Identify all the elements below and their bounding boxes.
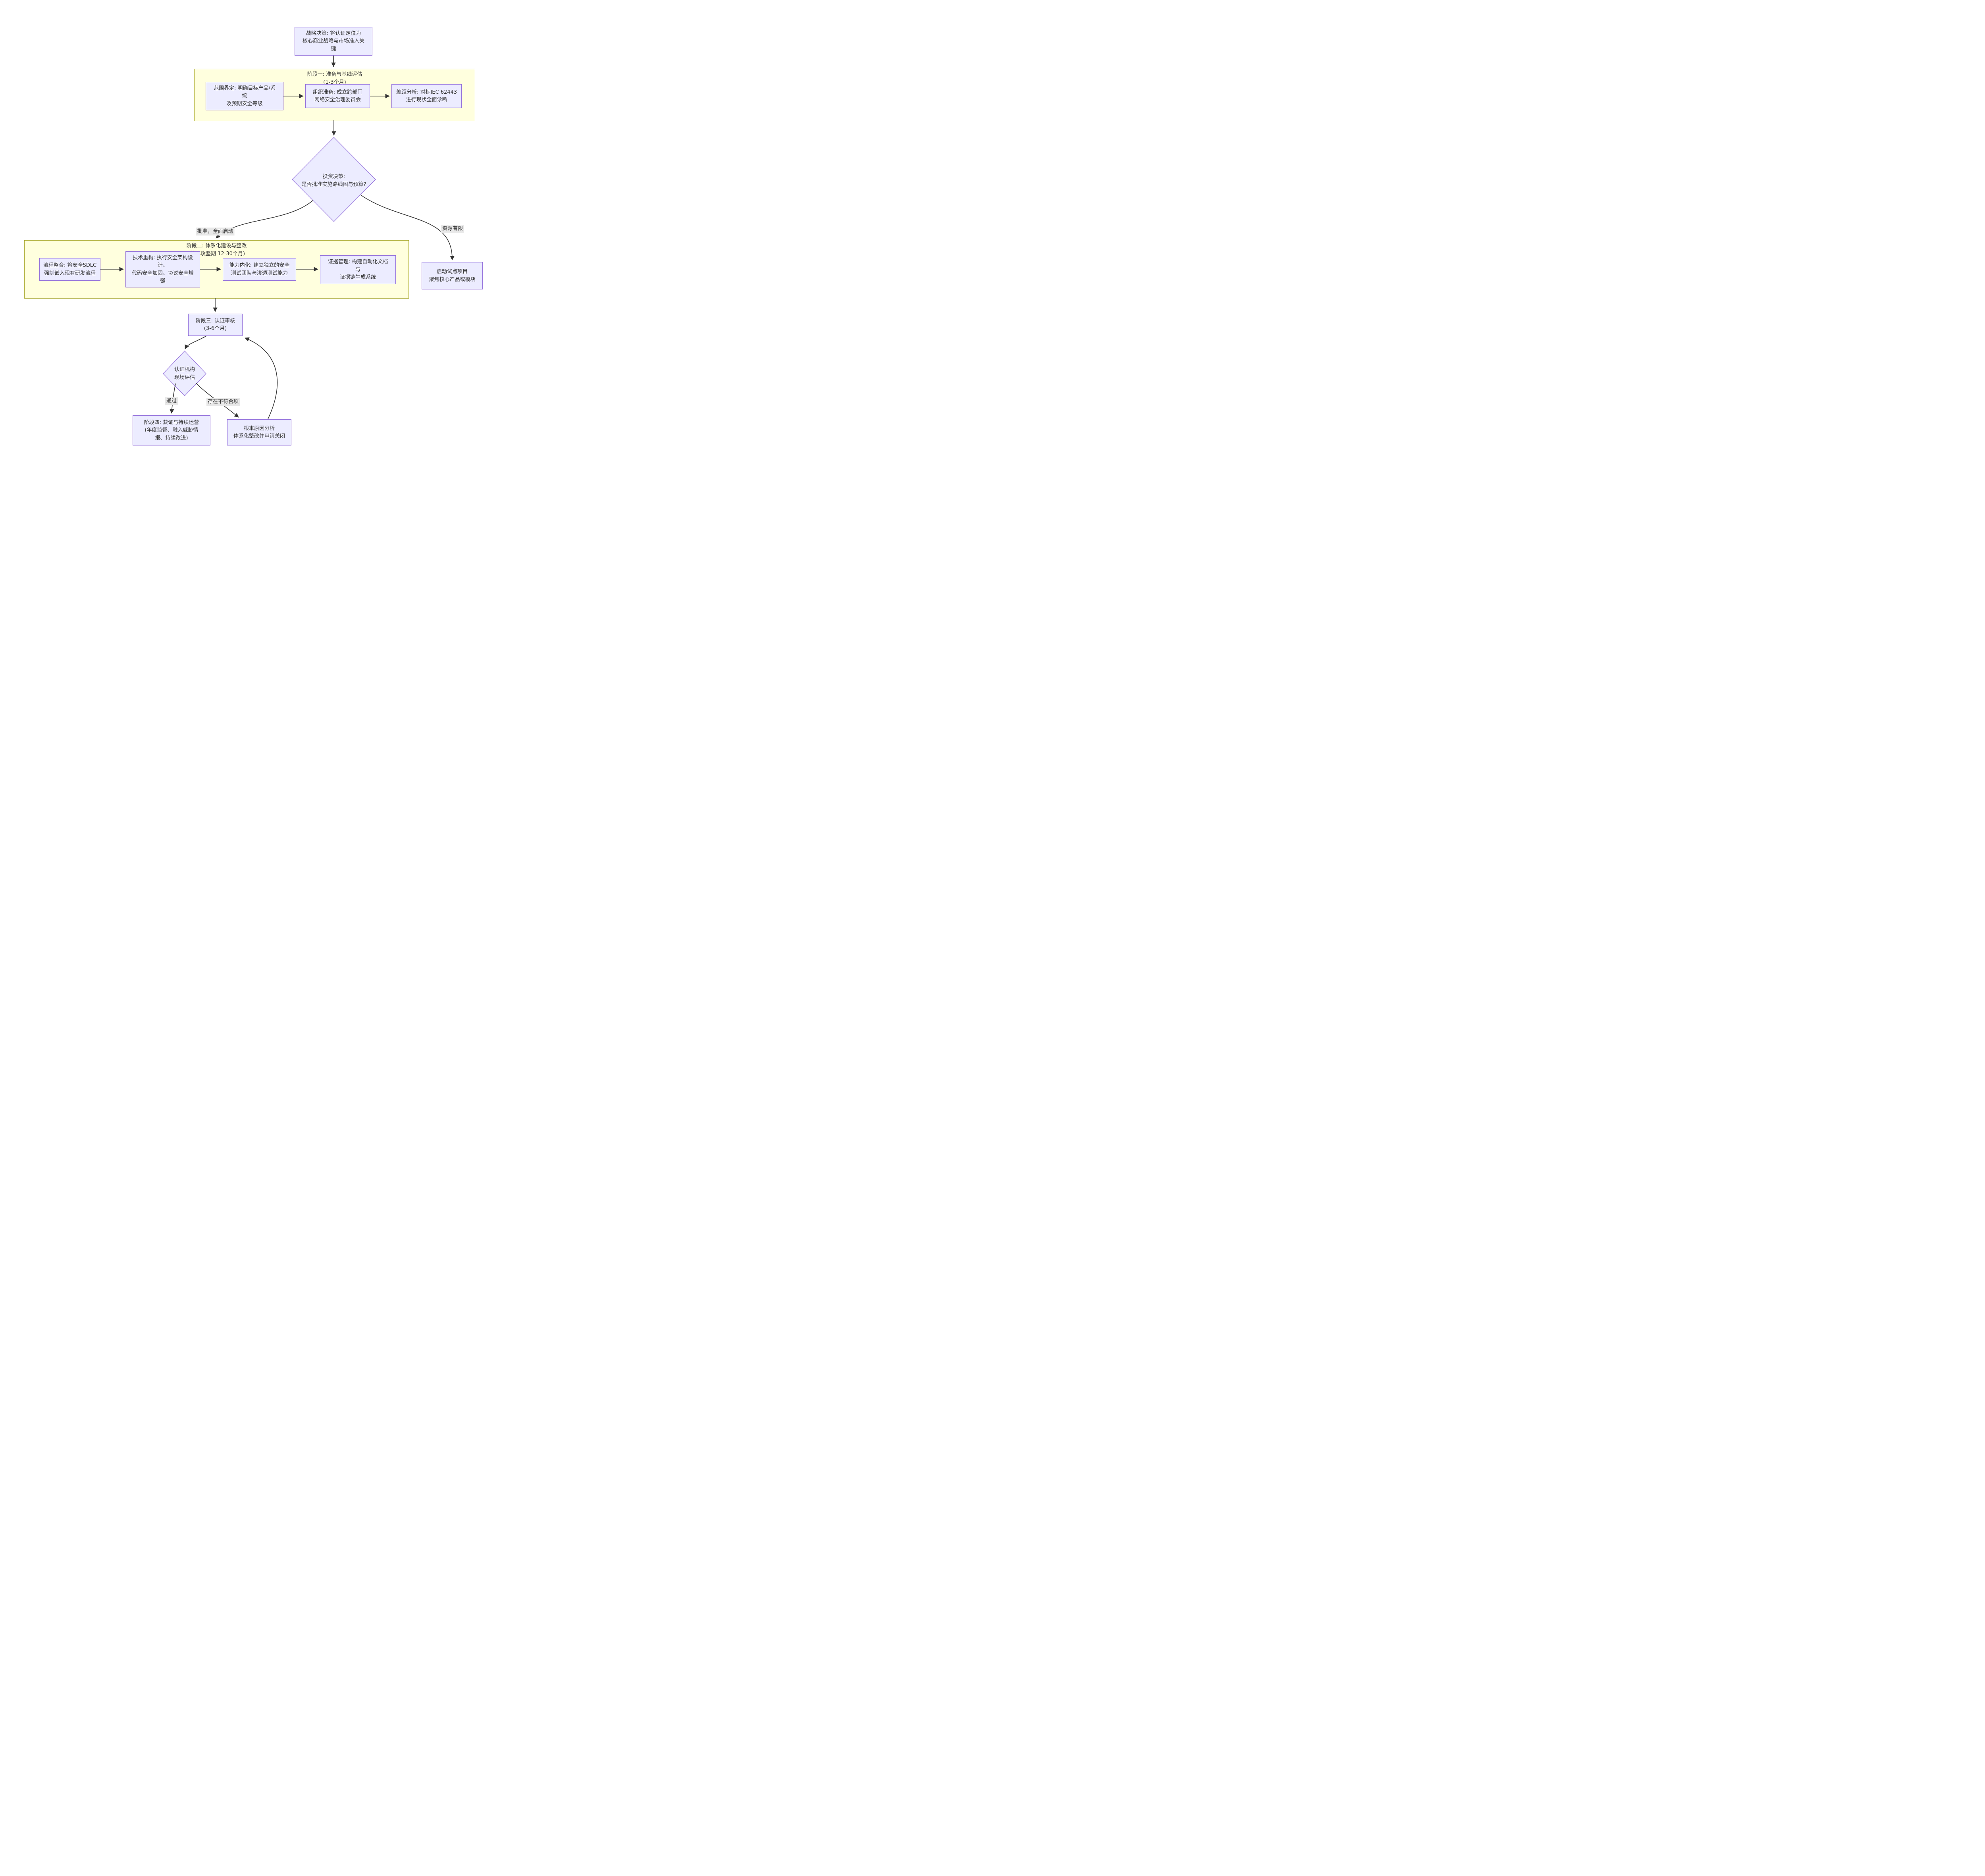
node-tech-refactoring: 技术重构: 执行安全架构设 计、 代码安全加固、协议安全增 强 bbox=[125, 251, 200, 287]
edge-label-pass: 通过 bbox=[165, 397, 178, 405]
edge-label-approve-full-launch: 批准，全面启动 bbox=[196, 228, 235, 235]
diamond-investment-decision-label: 投资决策: 是否批准实施路线图与预算? bbox=[301, 174, 366, 188]
node-root-cause-analysis: 根本原因分析 体系化整改并申请关闭 bbox=[227, 419, 291, 445]
container-phase1-title: 阶段一: 准备与基线评估 (1-3个月) bbox=[307, 71, 362, 85]
edge-label-limited-resources: 资源有限 bbox=[441, 225, 464, 233]
node-capability-internalization: 能力内化: 建立独立的安全 测试团队与渗透测试能力 bbox=[223, 258, 296, 281]
node-process-integration: 流程整合: 将安全SDLC 强制嵌入现有研发流程 bbox=[39, 258, 100, 281]
diamond-onsite-assessment-label: 认证机构 现场评估 bbox=[174, 366, 195, 381]
edge-phase3-to-assessment bbox=[185, 335, 207, 349]
node-phase3-audit: 阶段三: 认证审核 (3-6个月) bbox=[188, 314, 243, 336]
node-phase4-operation: 阶段四: 获证与持续运营 (年度监督、融入威胁情 报、持续改进) bbox=[133, 415, 210, 445]
node-evidence-management: 证据管理: 构建自动化文档 与 证据链生成系统 bbox=[320, 255, 396, 284]
edge-rootcause-to-phase3 bbox=[245, 337, 278, 419]
node-gap-analysis: 差距分析: 对标IEC 62443 进行现状全面诊断 bbox=[391, 84, 462, 108]
node-strategy-decision: 战略决策: 将认证定位为 核心商业战略与市场准入关 键 bbox=[295, 27, 372, 56]
node-scope-definition: 范围界定: 明确目标产品/系 统 及预期安全等级 bbox=[206, 82, 283, 110]
node-pilot-project: 启动试点项目 聚焦核心产品或模块 bbox=[422, 262, 483, 289]
node-org-preparation: 组织准备: 成立跨部门 网络安全治理委员会 bbox=[305, 84, 370, 108]
flowchart-canvas: 阶段一: 准备与基线评估 (1-3个月) 阶段二: 体系化建设与整改 (核心攻坚… bbox=[0, 0, 506, 469]
edge-label-nonconformity: 存在不符合项 bbox=[206, 398, 240, 406]
